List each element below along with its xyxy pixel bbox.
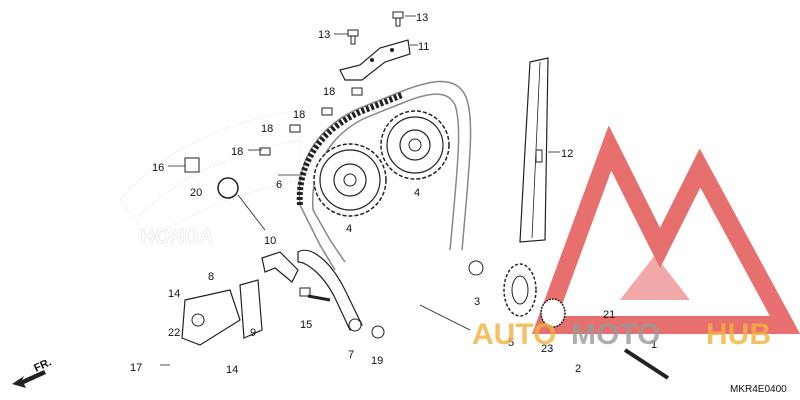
callout-4-left: 4 <box>346 223 352 235</box>
direction-indicator: FR. <box>12 356 53 388</box>
callout-4-right: 4 <box>414 187 420 199</box>
collar-3 <box>468 260 484 276</box>
callout-18-c: 18 <box>261 123 273 135</box>
callout-6: 6 <box>276 179 282 191</box>
callout-11: 11 <box>418 41 429 53</box>
callout-12: 12 <box>561 148 573 160</box>
callout-21: 21 <box>603 309 615 321</box>
callout-2: 2 <box>575 363 581 375</box>
watermark-moto: MOTO <box>571 318 660 351</box>
o-ring-20 <box>217 177 239 199</box>
callout-3: 3 <box>474 296 480 308</box>
watermark-logo <box>532 125 800 334</box>
shaft-1 <box>623 348 670 380</box>
callout-18-b: 18 <box>293 109 305 121</box>
callout-5: 5 <box>508 337 514 349</box>
callout-10: 10 <box>264 235 276 247</box>
callout-labels: 1 2 3 4 4 5 6 7 8 9 10 11 12 13 13 14 14… <box>130 12 657 376</box>
watermark-text: AUTO MOTO HUB <box>472 318 771 351</box>
bolt-15 <box>299 287 331 302</box>
callout-9: 9 <box>250 327 256 339</box>
diagram-code: MKR4E0400 <box>730 384 787 395</box>
bolt-18-set <box>259 87 363 156</box>
fr-arrow-icon <box>12 370 46 388</box>
bolt-13-a <box>347 29 359 45</box>
callout-8: 8 <box>208 271 214 283</box>
callout-18-d: 18 <box>231 146 243 158</box>
callout-1: 1 <box>651 339 657 351</box>
camshaft-sprocket-left <box>313 143 387 217</box>
plug-16 <box>184 157 200 173</box>
direction-label: FR. <box>32 356 53 374</box>
washer-19 <box>371 325 385 339</box>
chain-guide-12 <box>519 57 549 243</box>
callout-7: 7 <box>348 349 354 361</box>
watermark-auto: AUTO <box>472 318 556 351</box>
idle-gear <box>503 263 537 317</box>
tensioner-lifter <box>181 289 241 346</box>
gasket-9 <box>239 279 263 339</box>
camshaft-sprocket-right <box>380 110 450 180</box>
gear-23 <box>540 298 566 328</box>
callout-18-a: 18 <box>323 86 335 98</box>
callout-16: 16 <box>152 162 164 174</box>
leader-lines <box>160 15 560 366</box>
honda-wing-logo: HONDA <box>119 109 301 248</box>
callout-17: 17 <box>130 362 142 374</box>
callout-22: 22 <box>168 327 180 339</box>
callout-13-a: 13 <box>318 29 330 41</box>
watermark-hub: HUB <box>706 318 771 351</box>
tensioner-arm <box>297 249 363 332</box>
callout-13-b: 13 <box>416 12 428 24</box>
callout-14-a: 14 <box>168 288 180 300</box>
bracket-10 <box>261 251 299 283</box>
honda-logo-text: HONDA <box>140 226 213 248</box>
bolt-13-b <box>392 11 404 27</box>
chain-guide-plate <box>339 39 411 81</box>
callout-15: 15 <box>300 319 312 331</box>
callout-14-b: 14 <box>226 364 238 376</box>
callout-20: 20 <box>190 187 202 199</box>
callout-23: 23 <box>541 343 553 355</box>
callout-19: 19 <box>371 355 383 367</box>
